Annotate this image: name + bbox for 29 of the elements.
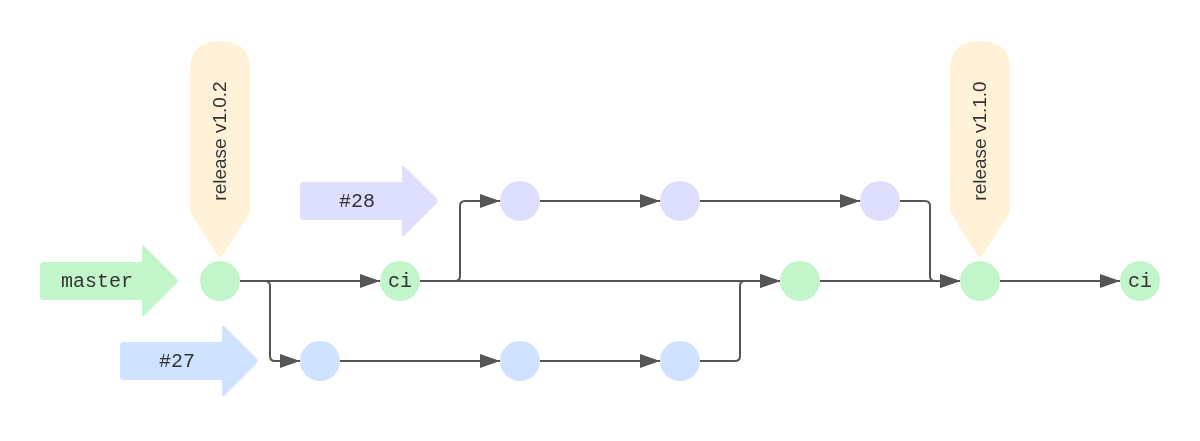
commit-circle [960,261,1000,301]
commit-circle [660,181,700,221]
commit-circle [500,181,540,221]
arrow [539,194,661,208]
commit-circle [780,261,820,301]
arrow [699,194,861,208]
commit-circle [860,181,900,221]
release-label: release v1.0.2 [209,80,231,201]
commit-circle [500,341,540,381]
commit-circle [200,261,240,301]
branch-label: #27 [159,349,195,373]
branch-label: master [61,269,133,293]
arrow [339,354,501,368]
release-tag [950,41,1010,258]
branch-arrow [40,244,178,318]
commit-label: ci [1128,269,1152,293]
commit-circle [1120,261,1160,301]
branch-arrow [300,164,438,238]
commit-circle [300,341,340,381]
arrow [539,354,661,368]
arrow [999,274,1121,288]
commit-label: ci [388,269,412,293]
release-tag [190,41,250,258]
branch-label: #28 [339,189,375,213]
arrow [239,280,301,368]
commit-circle [660,341,700,381]
commit-circle [380,261,420,301]
release-label: release v1.1.0 [969,80,991,201]
branch-arrow [120,324,258,398]
